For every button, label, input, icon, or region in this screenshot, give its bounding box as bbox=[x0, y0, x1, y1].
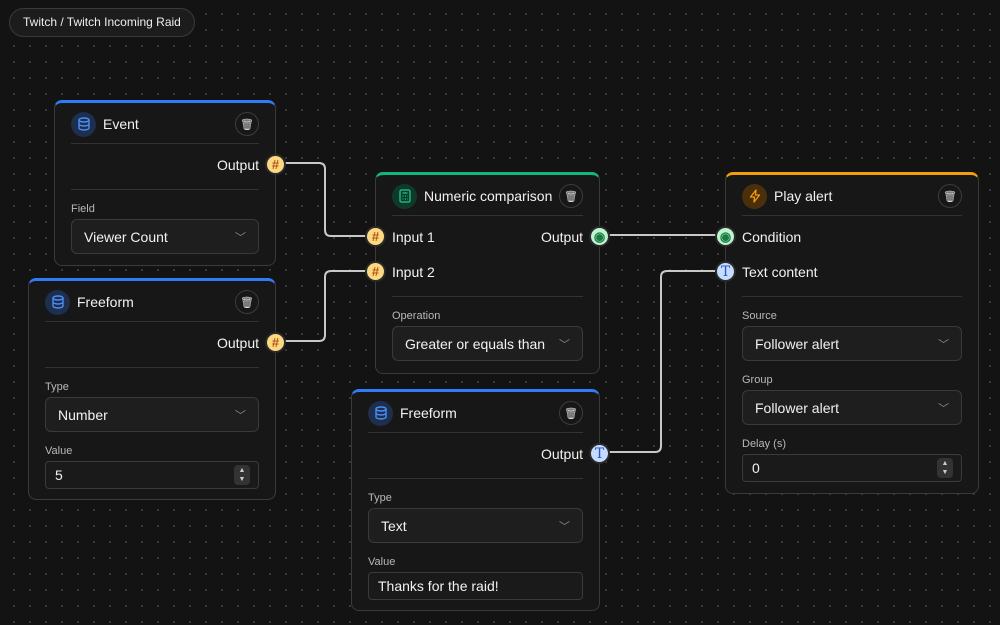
node-title: Freeform bbox=[400, 405, 457, 421]
operation-value: Greater or equals than bbox=[405, 335, 546, 352]
number-port-icon[interactable]: # bbox=[365, 226, 386, 247]
calculator-icon bbox=[392, 183, 417, 209]
delay-label: Delay (s) bbox=[742, 438, 787, 450]
text-port-icon[interactable]: T bbox=[589, 443, 610, 464]
field-value: Viewer Count bbox=[84, 228, 168, 245]
type-select[interactable]: Number ﹀ bbox=[45, 397, 259, 432]
delete-button[interactable]: 🗑 bbox=[938, 184, 962, 208]
number-port-icon[interactable]: # bbox=[365, 261, 386, 282]
source-select[interactable]: Follower alert ﹀ bbox=[742, 326, 962, 361]
freeform-text-node[interactable]: Freeform 🗑 Output T Type Text ﹀ Value Than… bbox=[351, 389, 610, 611]
trash-icon: 🗑 bbox=[564, 190, 578, 203]
type-label: Type bbox=[368, 492, 392, 504]
database-icon bbox=[368, 400, 393, 426]
database-icon bbox=[71, 111, 96, 137]
source-label: Source bbox=[742, 310, 777, 322]
node-title: Play alert bbox=[774, 188, 833, 204]
breadcrumb[interactable]: Twitch / Twitch Incoming Raid bbox=[9, 8, 195, 37]
number-port-icon[interactable]: # bbox=[265, 332, 286, 353]
operation-label: Operation bbox=[392, 310, 441, 322]
event-node[interactable]: Event 🗑 Output # Field Viewer Count ﹀ bbox=[54, 100, 286, 266]
trash-icon: 🗑 bbox=[240, 118, 254, 131]
value-label: Value bbox=[45, 445, 73, 457]
type-value: Number bbox=[58, 406, 108, 423]
node-title: Numeric comparison bbox=[424, 188, 553, 204]
operation-select[interactable]: Greater or equals than ﹀ bbox=[392, 326, 583, 361]
type-select[interactable]: Text ﹀ bbox=[368, 508, 583, 543]
group-select[interactable]: Follower alert ﹀ bbox=[742, 390, 962, 425]
delete-button[interactable]: 🗑 bbox=[559, 401, 583, 425]
condition-label: Condition bbox=[742, 228, 802, 245]
trash-icon: 🗑 bbox=[564, 407, 578, 420]
value-text: 5 bbox=[55, 467, 63, 483]
node-title: Freeform bbox=[77, 294, 134, 310]
node-title: Event bbox=[103, 116, 139, 132]
lightning-icon bbox=[742, 183, 767, 209]
input2-label: Input 2 bbox=[392, 263, 435, 280]
stepper-icon[interactable]: ▲▼ bbox=[937, 458, 953, 478]
wire-freeform-to-input2 bbox=[285, 270, 366, 342]
toggle-port-icon[interactable]: ◉ bbox=[589, 226, 610, 247]
output-label: Output bbox=[216, 334, 259, 351]
chevron-down-icon: ﹀ bbox=[938, 338, 949, 351]
wire-text-to-textcontent bbox=[608, 270, 717, 453]
trash-icon: 🗑 bbox=[240, 296, 254, 309]
source-value: Follower alert bbox=[755, 335, 840, 352]
field-label: Field bbox=[71, 203, 95, 215]
field-select[interactable]: Viewer Count ﹀ bbox=[71, 219, 259, 254]
chevron-down-icon: ﹀ bbox=[559, 520, 570, 533]
trash-icon: 🗑 bbox=[943, 190, 957, 203]
number-port-icon[interactable]: # bbox=[265, 154, 286, 175]
output-label: Output bbox=[540, 228, 583, 245]
text-port-icon[interactable]: T bbox=[715, 261, 736, 282]
delete-button[interactable]: 🗑 bbox=[235, 290, 259, 314]
delay-value: 0 bbox=[752, 460, 760, 476]
input1-label: Input 1 bbox=[392, 228, 435, 245]
delete-button[interactable]: 🗑 bbox=[559, 184, 583, 208]
database-icon bbox=[45, 289, 70, 315]
toggle-port-icon[interactable]: ◉ bbox=[715, 226, 736, 247]
value-text-input[interactable]: Thanks for the raid! bbox=[368, 572, 583, 600]
type-value: Text bbox=[381, 517, 407, 534]
value-text: Thanks for the raid! bbox=[378, 578, 499, 594]
delay-input[interactable]: 0 ▲▼ bbox=[742, 454, 962, 482]
freeform-number-node[interactable]: Freeform 🗑 Output # Type Number ﹀ Value 5 ▲… bbox=[28, 278, 286, 500]
chevron-down-icon: ﹀ bbox=[938, 402, 949, 415]
output-label: Output bbox=[216, 156, 259, 173]
type-label: Type bbox=[45, 381, 69, 393]
value-label: Value bbox=[368, 556, 396, 568]
chevron-down-icon: ﹀ bbox=[235, 409, 246, 422]
output-label: Output bbox=[540, 445, 583, 462]
stepper-icon[interactable]: ▲▼ bbox=[234, 465, 250, 485]
value-number-input[interactable]: 5 ▲▼ bbox=[45, 461, 259, 489]
group-label: Group bbox=[742, 374, 773, 386]
wire-event-to-input1 bbox=[285, 162, 366, 237]
chevron-down-icon: ﹀ bbox=[559, 338, 570, 351]
delete-button[interactable]: 🗑 bbox=[235, 112, 259, 136]
numeric-comparison-node[interactable]: Numeric comparison 🗑 # Input 1 Output ◉ # I… bbox=[365, 172, 610, 374]
text-content-label: Text content bbox=[742, 263, 818, 280]
play-alert-node[interactable]: Play alert 🗑 ◉ Condition T Text content So… bbox=[715, 172, 979, 494]
group-value: Follower alert bbox=[755, 399, 840, 416]
chevron-down-icon: ﹀ bbox=[235, 231, 246, 244]
